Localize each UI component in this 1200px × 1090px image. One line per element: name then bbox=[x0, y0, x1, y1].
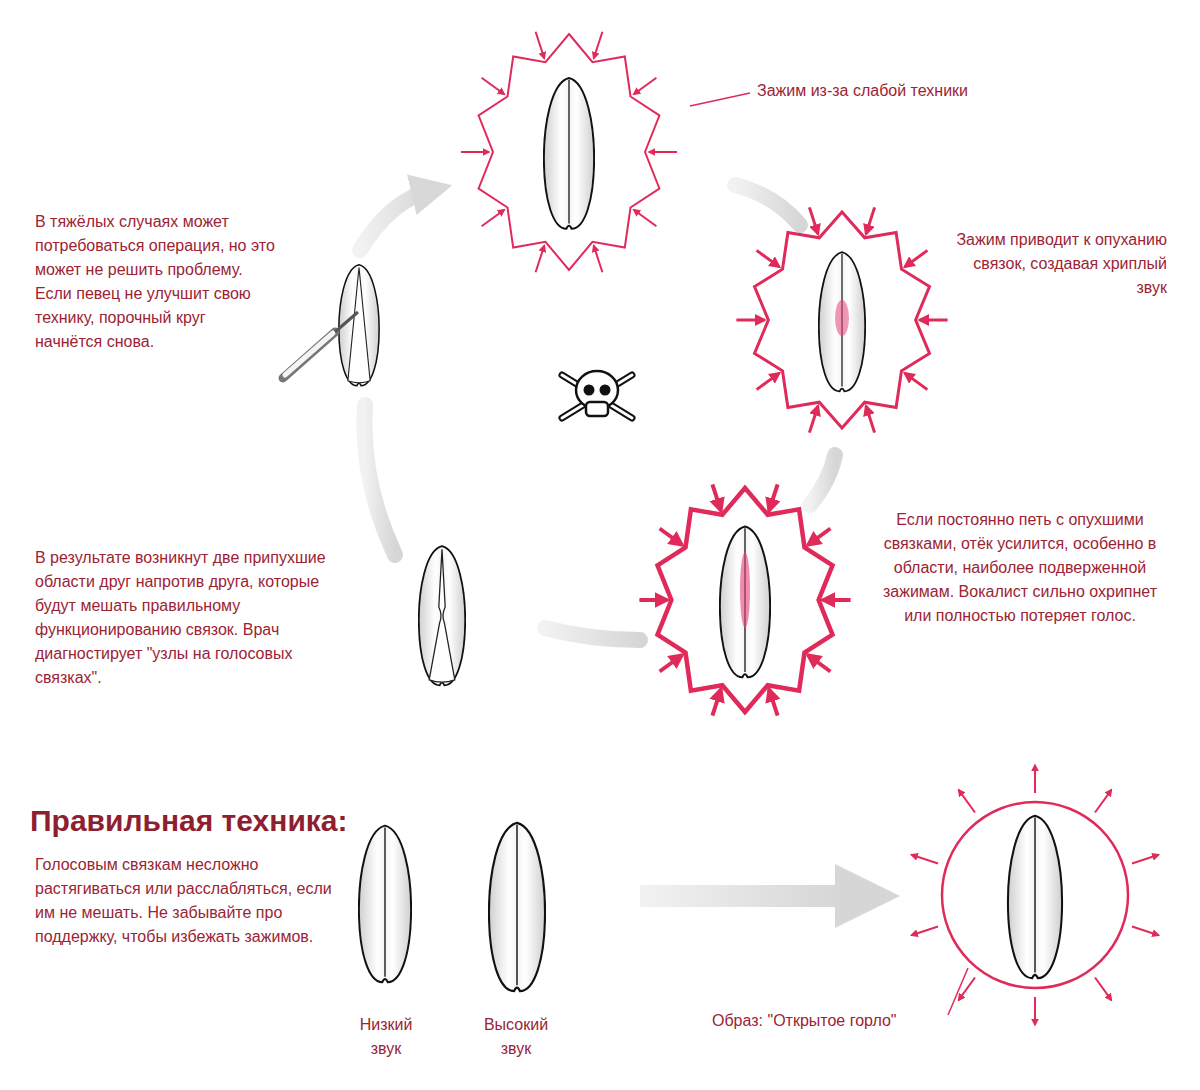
swelling-spot bbox=[740, 552, 750, 628]
vocal-cords-low bbox=[359, 826, 411, 983]
pressure-arrow bbox=[482, 78, 505, 95]
pressure-arrow bbox=[639, 598, 667, 602]
pressure-arrow bbox=[808, 655, 831, 672]
pressure-arrow bbox=[920, 319, 948, 322]
pressure-arrow bbox=[634, 210, 657, 227]
pressure-arrow bbox=[536, 246, 545, 273]
tension-star bbox=[755, 212, 930, 428]
outward-arrow bbox=[1095, 978, 1111, 1001]
callout-text: Если постоянно петь с опухшими связками,… bbox=[872, 508, 1168, 628]
swelling-spot bbox=[835, 300, 849, 336]
tension-stars bbox=[461, 32, 948, 716]
vocal-cords bbox=[1008, 816, 1062, 978]
cycle-arrow bbox=[364, 405, 395, 555]
pressure-arrow bbox=[461, 151, 489, 153]
pressure-arrow bbox=[905, 250, 928, 267]
outward-arrow bbox=[1132, 855, 1159, 864]
vocal-cords bbox=[544, 78, 594, 229]
cycle-arrow bbox=[810, 455, 835, 505]
outward-arrows bbox=[911, 765, 1158, 1025]
outward-arrow bbox=[959, 790, 975, 813]
pressure-arrow bbox=[660, 655, 683, 672]
sound-label: Высокий звук bbox=[478, 1013, 554, 1061]
pressure-arrow bbox=[809, 207, 818, 234]
vocal-cords bbox=[720, 526, 770, 677]
outward-arrow bbox=[1095, 790, 1111, 813]
leader-line bbox=[948, 968, 968, 1015]
pressure-arrow bbox=[866, 207, 875, 234]
pressure-arrow bbox=[482, 210, 505, 227]
open-throat-circle bbox=[942, 802, 1128, 988]
outward-arrow bbox=[1034, 765, 1036, 793]
tension-star bbox=[479, 34, 660, 270]
pressure-arrow bbox=[660, 529, 683, 546]
body-text: Голосовым связкам несложно растягиваться… bbox=[35, 853, 335, 949]
cycle-arrow bbox=[545, 628, 640, 640]
pressure-arrow bbox=[866, 406, 875, 433]
cycle-arrow bbox=[735, 185, 800, 225]
cycle-arrow bbox=[360, 190, 432, 250]
outward-arrow bbox=[911, 927, 938, 936]
vocal-cords bbox=[819, 252, 865, 391]
callout-text: Зажим из-за слабой техники bbox=[757, 79, 1017, 103]
outward-arrow bbox=[1132, 927, 1159, 936]
pressure-arrow bbox=[594, 246, 603, 273]
callout-text: Зажим приводит к опуханию связок, создав… bbox=[955, 228, 1167, 300]
scalpel bbox=[283, 312, 358, 378]
pressure-arrow bbox=[757, 250, 780, 267]
pressure-arrow bbox=[808, 529, 831, 546]
pressure-arrow bbox=[769, 484, 778, 511]
pressure-arrow bbox=[712, 689, 721, 716]
pressure-arrow bbox=[769, 689, 778, 716]
pressure-arrow bbox=[736, 319, 764, 322]
skull-icon bbox=[562, 371, 632, 418]
leader-line bbox=[690, 93, 750, 106]
pressure-arrow bbox=[649, 151, 677, 153]
outward-arrow bbox=[959, 978, 975, 1001]
vocal-cords-nodules bbox=[419, 546, 465, 685]
section-heading: Правильная техника: bbox=[30, 803, 348, 839]
pressure-arrow bbox=[809, 406, 818, 433]
tension-star bbox=[658, 488, 833, 712]
pressure-arrow bbox=[536, 32, 545, 59]
pressure-arrow bbox=[905, 373, 928, 390]
big-arrow bbox=[640, 864, 900, 928]
outward-arrow bbox=[911, 855, 938, 864]
sound-label: Низкий звук bbox=[350, 1013, 422, 1061]
image-label: Образ: "Открытое горло" bbox=[712, 1009, 952, 1033]
pressure-arrow bbox=[823, 598, 851, 602]
pressure-arrow bbox=[757, 373, 780, 390]
pressure-arrow bbox=[594, 32, 603, 59]
vocal-cords-high bbox=[489, 823, 545, 991]
outward-arrow bbox=[1034, 997, 1036, 1025]
pressure-arrow bbox=[634, 78, 657, 95]
callout-text: В результате возникнут две припухшие обл… bbox=[35, 546, 335, 690]
callout-text: В тяжёлых случаях может потребоваться оп… bbox=[35, 210, 275, 354]
pressure-arrow bbox=[712, 484, 721, 511]
